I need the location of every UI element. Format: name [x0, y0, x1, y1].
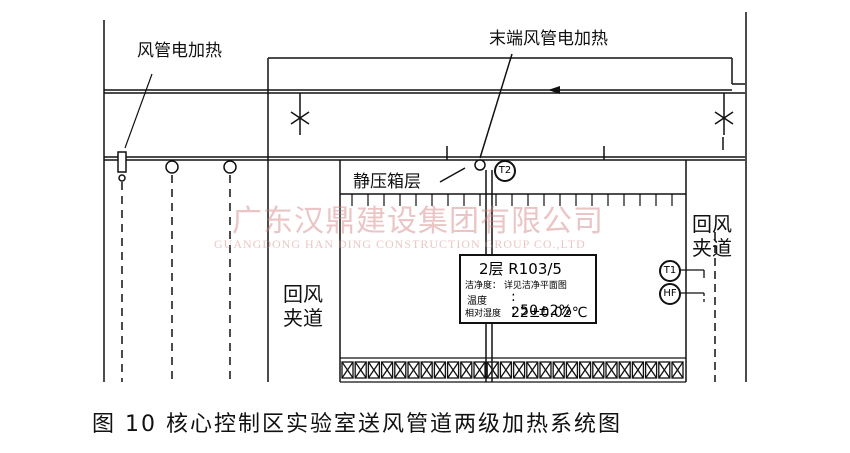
filter-cell	[341, 361, 354, 379]
return-air-corridor-left-line2: 夹道	[283, 306, 323, 330]
sensor-t2: T2	[494, 160, 516, 182]
plenum-layer-label: 静压箱层	[353, 172, 421, 192]
return-air-corridor-right-line1: 回风	[692, 212, 732, 236]
figure-caption: 图 10 核心控制区实验室送风管道两级加热系统图	[92, 412, 622, 437]
room-cleanliness: 洁净度： 详见洁净平面图	[465, 281, 567, 291]
duct-heater-label: 风管电加热	[137, 41, 222, 61]
filter-cell	[605, 361, 618, 379]
filter-cell	[367, 361, 381, 379]
duct-drops	[267, 58, 725, 382]
duct-sensors	[165, 160, 237, 382]
filter-cell	[618, 361, 631, 379]
room-temperature-value: : 22±0.02℃	[511, 289, 588, 321]
filter-cell	[394, 361, 407, 379]
duct-heater-symbol	[117, 151, 127, 382]
drawing-frame	[103, 12, 747, 382]
room-tag: 2层 R103/5 洁净度： 详见洁净平面图 温度 : 22±0.02℃ 相对湿…	[459, 254, 597, 324]
filter-cell	[658, 361, 671, 379]
filter-cell	[578, 361, 592, 379]
filter-cell	[380, 361, 394, 379]
filter-cell	[446, 361, 460, 379]
supply-duct-lower	[104, 137, 745, 161]
heater-leader-line	[124, 73, 153, 149]
flow-direction-arrow	[548, 86, 560, 94]
filter-cell	[671, 361, 684, 379]
terminal-duct-heater-label: 末端风管电加热	[489, 29, 608, 49]
filter-cell	[526, 361, 539, 379]
room-humidity-label: 相对湿度	[465, 309, 502, 319]
filter-cell	[565, 361, 579, 379]
watermark-cn: 广东汉鼎建设集团有限公司	[232, 204, 604, 239]
sensor-hf: HF	[659, 283, 681, 305]
filter-cell	[512, 361, 526, 379]
filter-cell	[644, 361, 658, 379]
return-air-corridor-left: 回风 夹道	[283, 282, 323, 330]
filter-cell	[486, 361, 499, 379]
filter-cell	[354, 361, 367, 379]
sensor-t1: T1	[659, 260, 681, 282]
return-air-corridor-right: 回风 夹道	[692, 212, 732, 260]
return-air-corridor-right-line2: 夹道	[692, 236, 732, 260]
filter-cell	[420, 361, 433, 379]
filter-cell	[539, 361, 552, 379]
supply-duct-upper	[104, 57, 745, 94]
room-humidity-value: : 50±2%	[511, 303, 572, 319]
filter-cell	[552, 361, 565, 379]
plenum-box	[339, 160, 716, 382]
damper-symbols	[290, 111, 734, 125]
sensor-connections	[680, 269, 705, 302]
filter-cell	[473, 361, 486, 379]
filter-cell	[499, 361, 513, 379]
plenum-diffusers	[351, 194, 673, 206]
room-floor-number: 2层 R103/5	[479, 260, 562, 278]
watermark-en: GUANGDONG HAN DING CONSTRUCTION GROUP CO…	[214, 237, 586, 251]
filter-cell	[460, 361, 473, 379]
filter-cell	[433, 361, 447, 379]
filter-cell	[631, 361, 645, 379]
return-air-corridor-left-line1: 回风	[283, 282, 323, 306]
room-temperature-label: 温度	[467, 296, 487, 307]
filter-array	[340, 357, 686, 383]
filter-cell	[407, 361, 420, 379]
filter-cell	[592, 361, 605, 379]
